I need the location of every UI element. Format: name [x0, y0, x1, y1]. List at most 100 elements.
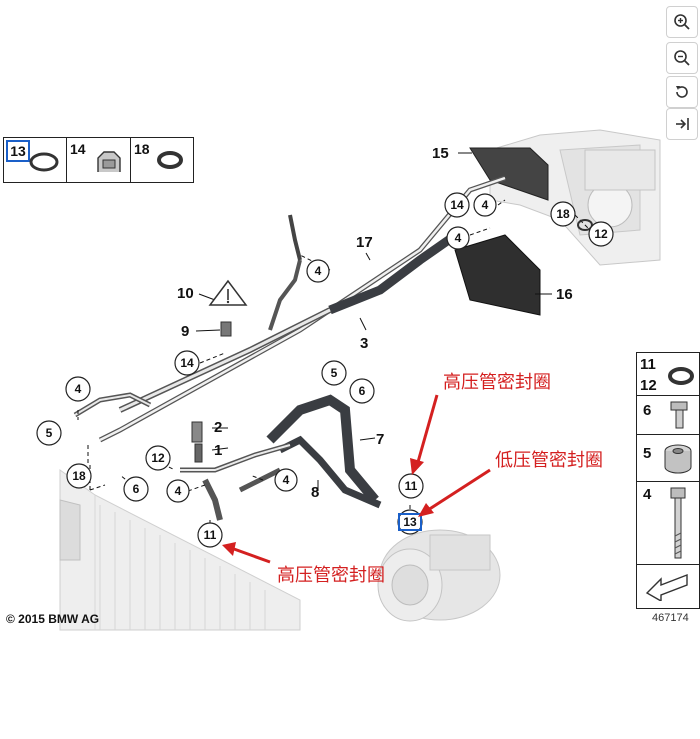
svg-text:4: 4	[482, 198, 489, 212]
legend-num: 13	[6, 140, 30, 162]
bolt-icon	[670, 401, 688, 429]
exit-icon	[676, 118, 689, 130]
callout-18-b[interactable]: 18	[66, 463, 92, 489]
bracket-15	[469, 147, 549, 201]
duct-16	[454, 234, 541, 316]
callout-13-highlighted[interactable]: 13	[397, 509, 423, 535]
callout-12-a[interactable]: 12	[588, 221, 614, 247]
rotate-button[interactable]	[666, 76, 698, 108]
zoom-out-icon	[674, 50, 690, 66]
callout-4-f[interactable]: 4	[274, 468, 298, 492]
refrigerant-lines	[73, 175, 506, 521]
callout-11-b[interactable]: 11	[398, 473, 424, 499]
seal-18	[577, 219, 593, 231]
callout-4-d[interactable]: 4	[65, 376, 91, 402]
direction-arrow-icon	[645, 573, 688, 601]
legend-item-13[interactable]: 13	[4, 138, 67, 182]
fitting-2	[191, 421, 203, 443]
callout-11-a[interactable]: 11	[197, 522, 223, 548]
panel-item-arrow[interactable]	[637, 565, 699, 607]
label-15[interactable]: 15	[432, 145, 449, 162]
callout-6-a[interactable]: 6	[349, 378, 375, 404]
callout-5-b[interactable]: 5	[36, 420, 62, 446]
warning-triangle-icon	[208, 279, 248, 306]
callout-6-b[interactable]: 6	[123, 476, 149, 502]
label-3[interactable]: 3	[360, 335, 368, 352]
screw-icon	[670, 487, 686, 559]
legend-num: 18	[134, 141, 150, 157]
svg-text:5: 5	[46, 426, 53, 440]
rotate-icon	[676, 86, 688, 98]
svg-text:14: 14	[450, 198, 464, 212]
label-2[interactable]: 2	[214, 419, 222, 436]
svg-text:4: 4	[315, 264, 322, 278]
panel-item-6[interactable]: 6	[637, 396, 699, 435]
annotation-high-pressure-bottom: 高压管密封圈	[277, 565, 385, 586]
callout-14-b[interactable]: 14	[174, 350, 200, 376]
label-9[interactable]: 9	[181, 323, 189, 340]
callout-12-b[interactable]: 12	[145, 445, 171, 471]
svg-text:4: 4	[283, 473, 290, 487]
svg-text:14: 14	[180, 356, 194, 370]
label-1[interactable]: 1	[214, 442, 222, 459]
label-16[interactable]: 16	[556, 286, 573, 303]
callout-4-b[interactable]: 4	[473, 193, 497, 217]
label-8[interactable]: 8	[311, 484, 319, 501]
callout-14-a[interactable]: 14	[444, 192, 470, 218]
valve-cap-9	[220, 321, 232, 337]
svg-text:12: 12	[594, 227, 608, 241]
grommet-icon	[664, 444, 692, 474]
svg-text:6: 6	[133, 482, 140, 496]
zoom-out-button[interactable]	[666, 42, 698, 74]
zoom-in-button[interactable]	[666, 6, 698, 38]
legend-item-18[interactable]: 18	[130, 138, 192, 182]
hardware-panel: 11 12 6 5 4	[636, 352, 700, 609]
panel-num: 12	[640, 377, 657, 394]
annotation-arrows	[222, 394, 491, 564]
parts-legend: 13 14 18	[3, 137, 194, 183]
legend-num: 14	[70, 141, 86, 157]
svg-text:5: 5	[331, 366, 338, 380]
label-10[interactable]: 10	[177, 285, 194, 302]
panel-num: 6	[643, 402, 652, 419]
label-leaders	[195, 152, 552, 491]
svg-text:11: 11	[204, 528, 217, 542]
clip-icon	[97, 151, 121, 172]
annotation-low-pressure: 低压管密封圈	[495, 450, 603, 471]
svg-text:12: 12	[151, 451, 165, 465]
copyright-text: © 2015 BMW AG	[6, 612, 100, 626]
panel-num: 11	[640, 356, 656, 373]
panel-item-11-12[interactable]: 11 12	[637, 353, 699, 396]
o-ring-icon	[29, 152, 59, 172]
annotation-high-pressure-top: 高压管密封圈	[443, 372, 551, 393]
svg-text:13: 13	[403, 515, 417, 529]
callout-18-a[interactable]: 18	[550, 201, 576, 227]
legend-item-14[interactable]: 14	[66, 138, 131, 182]
o-ring-icon	[668, 367, 694, 385]
callout-4-c[interactable]: 4	[446, 226, 470, 250]
svg-text:4: 4	[75, 382, 82, 396]
label-7[interactable]: 7	[376, 431, 384, 448]
svg-text:18: 18	[556, 207, 570, 221]
seal-ring-icon	[157, 151, 183, 169]
callout-4-e[interactable]: 4	[166, 479, 190, 503]
svg-text:4: 4	[175, 484, 182, 498]
label-17[interactable]: 17	[356, 234, 373, 251]
zoom-in-icon	[674, 14, 690, 30]
callout-4-a[interactable]: 4	[306, 259, 330, 283]
panel-item-4[interactable]: 4	[637, 482, 699, 565]
fitting-1	[194, 443, 203, 463]
callout-5-a[interactable]: 5	[321, 360, 347, 386]
svg-text:18: 18	[72, 469, 86, 483]
svg-text:6: 6	[359, 384, 366, 398]
panel-num: 4	[643, 486, 652, 503]
exit-button[interactable]	[666, 108, 698, 140]
condenser	[59, 469, 301, 631]
svg-text:11: 11	[405, 479, 418, 493]
diagram-reference-number: 467174	[652, 612, 689, 624]
panel-num: 5	[643, 445, 652, 462]
compressor	[377, 529, 501, 622]
svg-text:4: 4	[455, 231, 462, 245]
panel-item-5[interactable]: 5	[637, 435, 699, 482]
